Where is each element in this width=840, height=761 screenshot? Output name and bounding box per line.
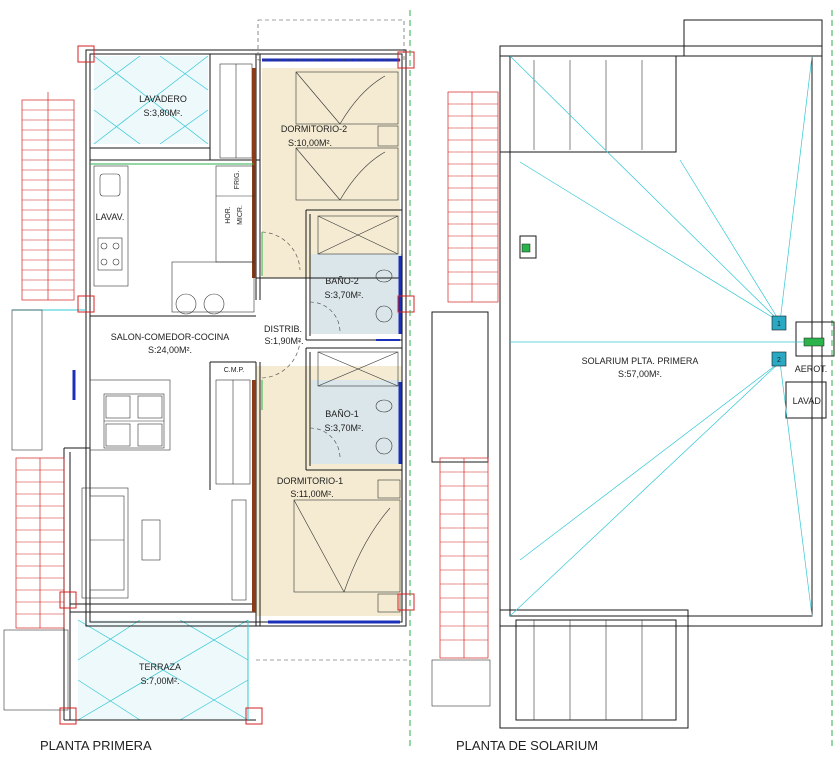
bano2-area: S:3,70M². [324, 290, 363, 300]
lavadero-name: LAVADERO [139, 94, 187, 104]
bed-dormitorio2 [295, 71, 399, 201]
bano1-floor [311, 380, 403, 464]
doors [261, 231, 341, 459]
lower-landing-right [431, 659, 491, 707]
drain-mark-2: 2 [777, 357, 781, 364]
solarium-area: S:57,00M². [618, 369, 662, 379]
drain-mark-1: 1 [777, 321, 781, 328]
aerot-label: AEROT. [795, 364, 828, 374]
side-void [11, 309, 43, 451]
hor-label: HOR. [225, 206, 232, 224]
terraza-name: TERRAZA [139, 662, 181, 672]
salon-name: SALON-COMEDOR-COCINA [111, 332, 230, 342]
distrib-name: DISTRIB. [264, 324, 302, 334]
first-floor-title: PLANTA PRIMERA [40, 738, 152, 753]
bed-dormitorio1 [293, 479, 401, 613]
wardrobes [215, 63, 253, 485]
micr-label: MICR. [237, 205, 244, 225]
lower-landing-left [3, 629, 69, 711]
solarium-name: SOLARIUM PLTA. PRIMERA [582, 356, 699, 366]
solarium-title: PLANTA DE SOLARIUM [456, 738, 598, 753]
terraza-hatch [77, 619, 249, 721]
solarium-grid [533, 60, 643, 720]
wardrobe-door-d1 [252, 380, 256, 612]
sofa [81, 487, 247, 601]
bano1-name: BAÑO-1 [325, 409, 359, 419]
bano2-floor [311, 254, 403, 334]
kitchen [93, 165, 255, 315]
lavadero-area: S:3,80M². [143, 108, 182, 118]
distrib-area: S:1,90M². [264, 336, 303, 346]
frig-label: FRIG. [234, 171, 241, 190]
lavadero-hatch [93, 55, 209, 145]
stair-treads-left [16, 109, 74, 615]
stairs-right-lower [439, 457, 489, 659]
dormitorio1-area: S:11,00M². [290, 489, 333, 499]
dormitorio1-name: DORMITORIO-1 [277, 476, 343, 486]
columns-left [59, 45, 415, 725]
balcony-projection [257, 19, 405, 61]
solarium-slope-lines [509, 55, 813, 617]
bathroom-fixtures [317, 215, 399, 455]
stair-treads-right [440, 103, 498, 641]
bano2-name: BAÑO-2 [325, 276, 359, 286]
dining-table [89, 379, 171, 451]
drain-markers [521, 243, 825, 367]
lavad-label: LAVAD. [793, 396, 824, 406]
dormitorio2-name: DORMITORIO-2 [281, 124, 347, 134]
stairs-right-upper [447, 91, 499, 303]
salon-area: S:24,00M². [148, 345, 192, 355]
solarium-walls [431, 19, 835, 729]
cmp-label: C.M.P. [224, 367, 245, 374]
stairs-left-upper [21, 92, 75, 301]
terraza-area: S:7,00M². [140, 676, 179, 686]
stairs-left-lower [15, 457, 65, 629]
dormitorio2-floor [262, 68, 400, 278]
dormitorio2-area: S:10,00M². [288, 138, 332, 148]
bano1-area: S:3,70M². [324, 423, 363, 433]
lavav-label: LAVAV. [96, 212, 125, 222]
